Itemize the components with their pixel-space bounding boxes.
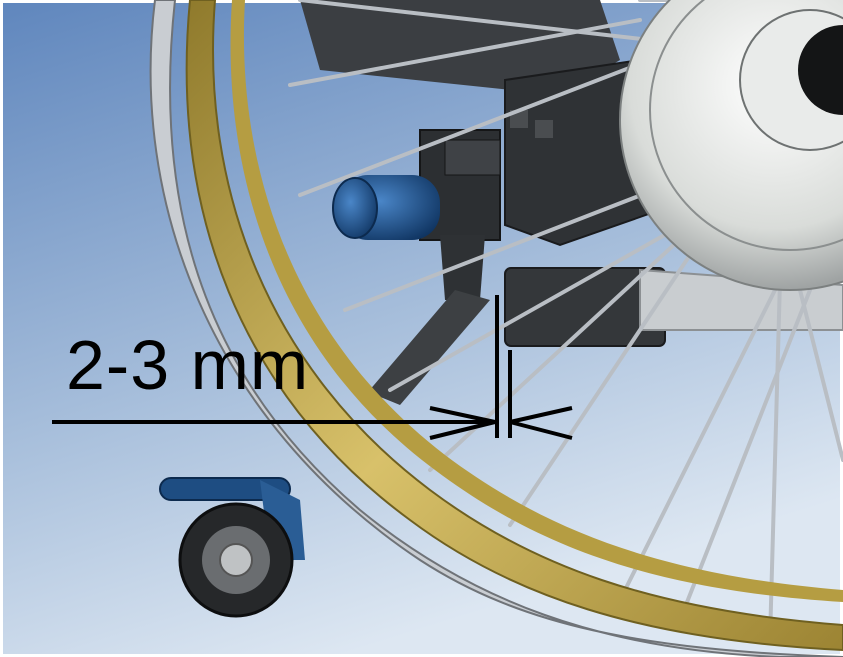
wheel-hub-icon — [619, 0, 843, 291]
gap-dimension — [52, 295, 573, 440]
brake-part — [332, 175, 440, 240]
gap-label: 2-3 mm — [66, 326, 310, 404]
spokes-icon — [288, 0, 843, 642]
rear-wheel — [149, 0, 843, 657]
caster-wheel-icon — [159, 477, 305, 618]
